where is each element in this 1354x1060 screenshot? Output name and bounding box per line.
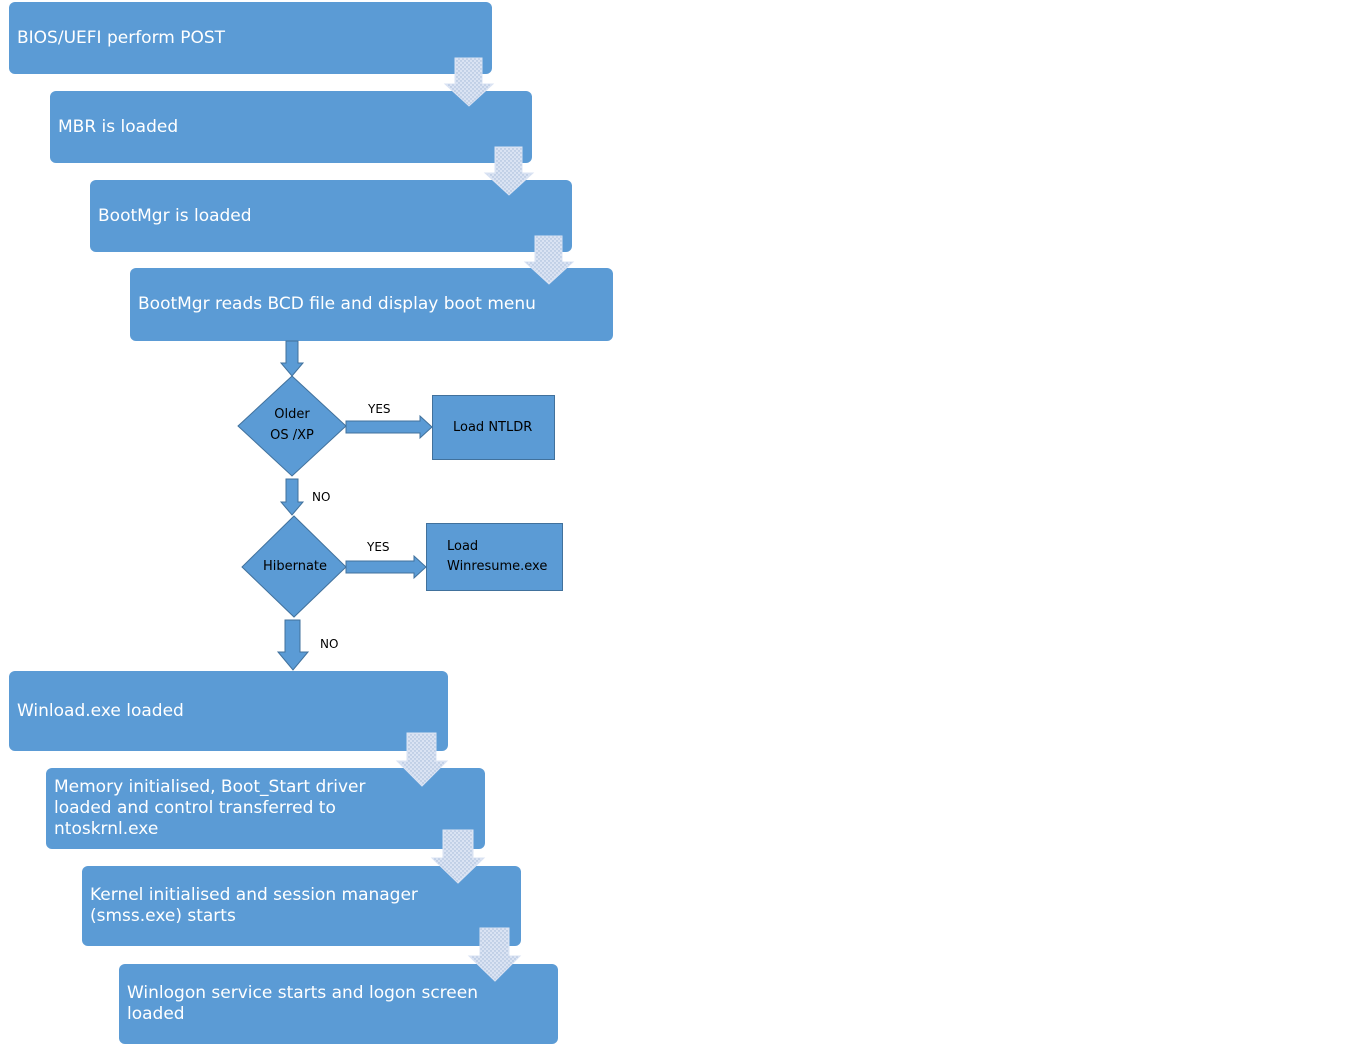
- label-yes-hibernate: YES: [367, 540, 390, 554]
- step-kernel-initialised-line2: (smss.exe) starts: [90, 906, 236, 926]
- decision-older-os-text: Older OS /XP: [252, 404, 332, 446]
- label-no-hibernate: NO: [320, 637, 339, 651]
- arrow-down-bcd-to-older: [279, 340, 305, 377]
- step-bootmgr-reads-bcd: BootMgr reads BCD file and display boot …: [130, 268, 613, 341]
- decision-older-os-line1: Older: [274, 407, 310, 422]
- step-mbr-loaded: MBR is loaded: [50, 91, 532, 163]
- step-memory-initialised: Memory initialised, Boot_Start driver lo…: [46, 768, 485, 849]
- arrow-right-older-to-ntldr: [345, 414, 433, 440]
- step-winlogon-starts-line1: Winlogon service starts and logon screen: [127, 983, 478, 1003]
- step-memory-initialised-line3: ntoskrnl.exe: [54, 819, 159, 839]
- result-load-winresume: Load Winresume.exe: [426, 523, 563, 591]
- arrow-down-older-to-hibernate: [279, 478, 305, 516]
- label-yes-older: YES: [368, 402, 391, 416]
- step-bios-post-text: BIOS/UEFI perform POST: [17, 27, 226, 48]
- step-bootmgr-loaded: BootMgr is loaded: [90, 180, 572, 252]
- arrow-right-hibernate-to-winresume: [345, 554, 427, 580]
- step-memory-initialised-line2: loaded and control transferred to: [54, 798, 336, 818]
- decision-older-os-line2: OS /XP: [270, 428, 314, 443]
- step-winload-loaded: Winload.exe loaded: [9, 671, 448, 751]
- result-load-ntldr: Load NTLDR: [432, 395, 555, 460]
- step-kernel-initialised: Kernel initialised and session manager (…: [82, 866, 521, 946]
- decision-hibernate-label: Hibernate: [262, 559, 328, 574]
- step-bootmgr-reads-bcd-text: BootMgr reads BCD file and display boot …: [138, 294, 536, 314]
- step-bios-post: BIOS/UEFI perform POST: [9, 2, 492, 74]
- step-winlogon-starts: Winlogon service starts and logon screen…: [119, 964, 558, 1044]
- step-winload-loaded-text: Winload.exe loaded: [17, 700, 184, 721]
- step-bootmgr-loaded-text: BootMgr is loaded: [98, 205, 252, 226]
- step-kernel-initialised-line1: Kernel initialised and session manager: [90, 885, 418, 905]
- result-load-winresume-line2: Winresume.exe: [447, 559, 548, 574]
- step-mbr-loaded-text: MBR is loaded: [58, 116, 179, 137]
- decision-hibernate-text: Hibernate: [250, 556, 340, 577]
- arrow-down-hibernate-to-winload: [276, 619, 310, 671]
- step-memory-initialised-line1: Memory initialised, Boot_Start driver: [54, 777, 366, 797]
- step-winlogon-starts-line2: loaded: [127, 1004, 185, 1024]
- result-load-winresume-line1: Load: [447, 539, 479, 554]
- label-no-older: NO: [312, 490, 331, 504]
- result-load-ntldr-text: Load NTLDR: [453, 419, 533, 435]
